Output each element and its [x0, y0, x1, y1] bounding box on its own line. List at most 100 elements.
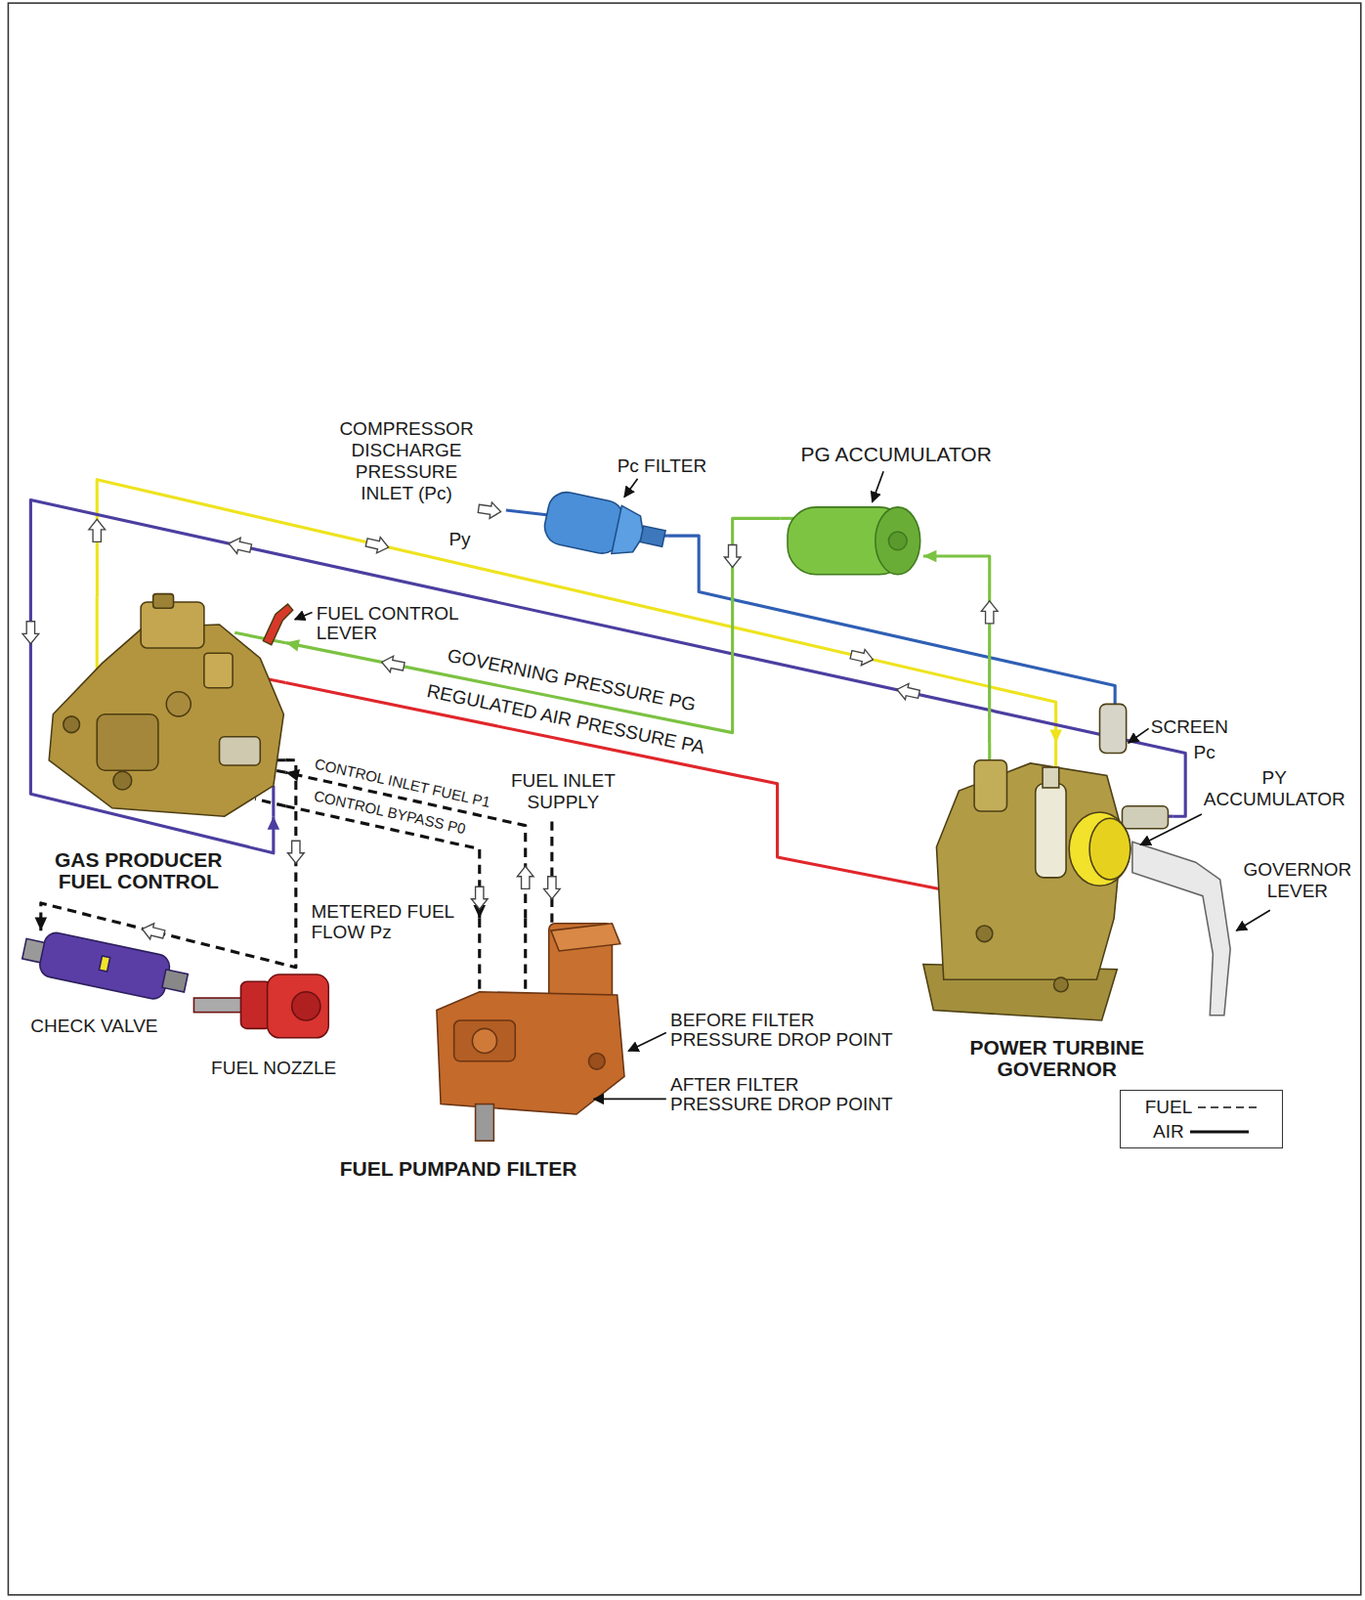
control-port — [219, 736, 261, 766]
governor-pc-port — [1121, 806, 1168, 829]
line-stubs — [96, 510, 1173, 1000]
leader-lines — [295, 470, 1271, 1099]
inlet-label: FUEL INLET SUPPLY — [507, 769, 620, 813]
gas-producer-fuel-control-drawing — [48, 594, 294, 817]
nozzle-node: FUEL NOZZLE — [199, 974, 338, 1053]
governor-bolt — [1054, 977, 1069, 992]
part-label: SCREEN — [1151, 716, 1229, 738]
fuel-nozzle-drawing — [193, 974, 329, 1038]
flow-arrow — [470, 886, 488, 909]
part-label: GOVERNOR LEVER — [1236, 858, 1359, 902]
inlet-label: COMPRESSOR DISCHARGE PRESSURE INLET (Pc) — [336, 418, 478, 504]
valve-mark — [98, 955, 110, 972]
flow-arrows — [22, 500, 998, 942]
connector-line — [285, 517, 780, 732]
nozzle-tip — [292, 991, 321, 1021]
governor-screen — [1099, 703, 1126, 753]
leader-line — [1128, 727, 1150, 743]
arrow-head — [1049, 728, 1063, 743]
pc-stub — [271, 785, 275, 816]
pump-plug — [588, 1052, 605, 1069]
leader-line — [295, 611, 313, 619]
accumulator-end — [875, 507, 921, 575]
fuel-control-lever-drawing — [262, 603, 293, 645]
flow-arrow — [88, 518, 106, 542]
pump-block — [454, 1020, 516, 1062]
control-housing — [96, 714, 159, 770]
flow-arrow — [516, 865, 534, 889]
part-label: FUEL CONTROL LEVER — [316, 603, 478, 643]
py-accumulator-face — [1089, 817, 1131, 880]
control-bolt — [63, 716, 81, 733]
flow-arrow — [139, 920, 166, 942]
power-turbine-governor-drawing — [923, 703, 1231, 1021]
test-point-label: BEFORE FILTER PRESSURE DROP POINT — [670, 1010, 901, 1050]
flow-arrow — [226, 535, 253, 556]
signal-label: Py — [448, 528, 470, 551]
flow-arrow — [724, 544, 741, 567]
pc-filter-drawing — [541, 488, 670, 565]
control-cap — [153, 594, 174, 609]
fuel-pump-drawing — [436, 923, 625, 1141]
legend-text: FUEL — [1145, 1097, 1194, 1116]
legend-box: FUEL AIR — [1119, 1089, 1283, 1149]
flow-arrow — [22, 621, 40, 644]
flow-arrow — [895, 681, 921, 702]
signal-label: METERED FUEL FLOW Pz — [310, 901, 472, 943]
legend-text: AIR — [1152, 1121, 1185, 1141]
legend-line — [1190, 1129, 1249, 1133]
governor-bolt — [976, 925, 993, 942]
compressor-inlet-line — [506, 510, 552, 515]
leader-line — [624, 478, 639, 498]
flow-arrow — [364, 534, 390, 555]
leader-line — [594, 1098, 667, 1101]
accumulator-node: PG ACCUMULATOR — [780, 500, 924, 579]
valve-body — [38, 930, 172, 1001]
connector — [285, 517, 780, 732]
arrow-head — [35, 917, 48, 932]
pump-filter-cap — [551, 923, 621, 951]
legend-row: FUEL — [1130, 1094, 1273, 1119]
flow-arrow — [380, 653, 406, 675]
component-label: FUEL NOZZLE — [211, 1057, 337, 1079]
component-label: CHECK VALVE — [30, 1015, 158, 1037]
governor-lever-drawing — [1132, 841, 1231, 1015]
control-top-boss — [140, 601, 205, 648]
component-label: Pc FILTER — [617, 455, 708, 477]
leader-line — [872, 470, 884, 502]
flow-arrow — [849, 646, 875, 668]
arrow-head — [285, 639, 300, 651]
leader-line — [1236, 909, 1270, 931]
governor-py-cap — [1042, 767, 1060, 788]
pg-stub — [234, 632, 286, 642]
component-label: POWER TURBINE GOVERNOR — [951, 1036, 1162, 1080]
fuel-inlet-line — [550, 820, 554, 929]
legend-line — [1197, 1106, 1257, 1109]
part-label: PY ACCUMULATOR — [1198, 767, 1351, 811]
control-bolt — [113, 770, 132, 790]
control-bolt — [166, 691, 191, 717]
signal-name: Pc — [1194, 741, 1216, 764]
pg-accumulator-drawing — [787, 507, 921, 575]
connector-line — [285, 682, 924, 886]
pump-body — [436, 991, 625, 1114]
arrow-head — [267, 815, 281, 830]
component-label: FUEL PUMPAND FILTER — [340, 1156, 578, 1181]
pump-boss — [471, 1027, 497, 1053]
arrow-head — [923, 550, 938, 563]
legend-line-sample — [1188, 1125, 1251, 1138]
leader-line — [628, 1032, 667, 1052]
connector — [285, 682, 924, 886]
control-fitting — [204, 652, 233, 687]
filter-node: Pc FILTER — [535, 487, 669, 566]
leader-line — [1140, 813, 1202, 845]
nozzle-stem — [193, 997, 245, 1013]
py-accumulator-drawing — [1068, 811, 1131, 886]
fuel-control-node: GAS PRODUCER FUEL CONTROL — [41, 597, 287, 816]
p0-pump-stub — [477, 918, 481, 1001]
accumulator-nut — [888, 531, 907, 551]
pump-shaft — [475, 1104, 495, 1142]
p0-stub — [255, 798, 286, 806]
